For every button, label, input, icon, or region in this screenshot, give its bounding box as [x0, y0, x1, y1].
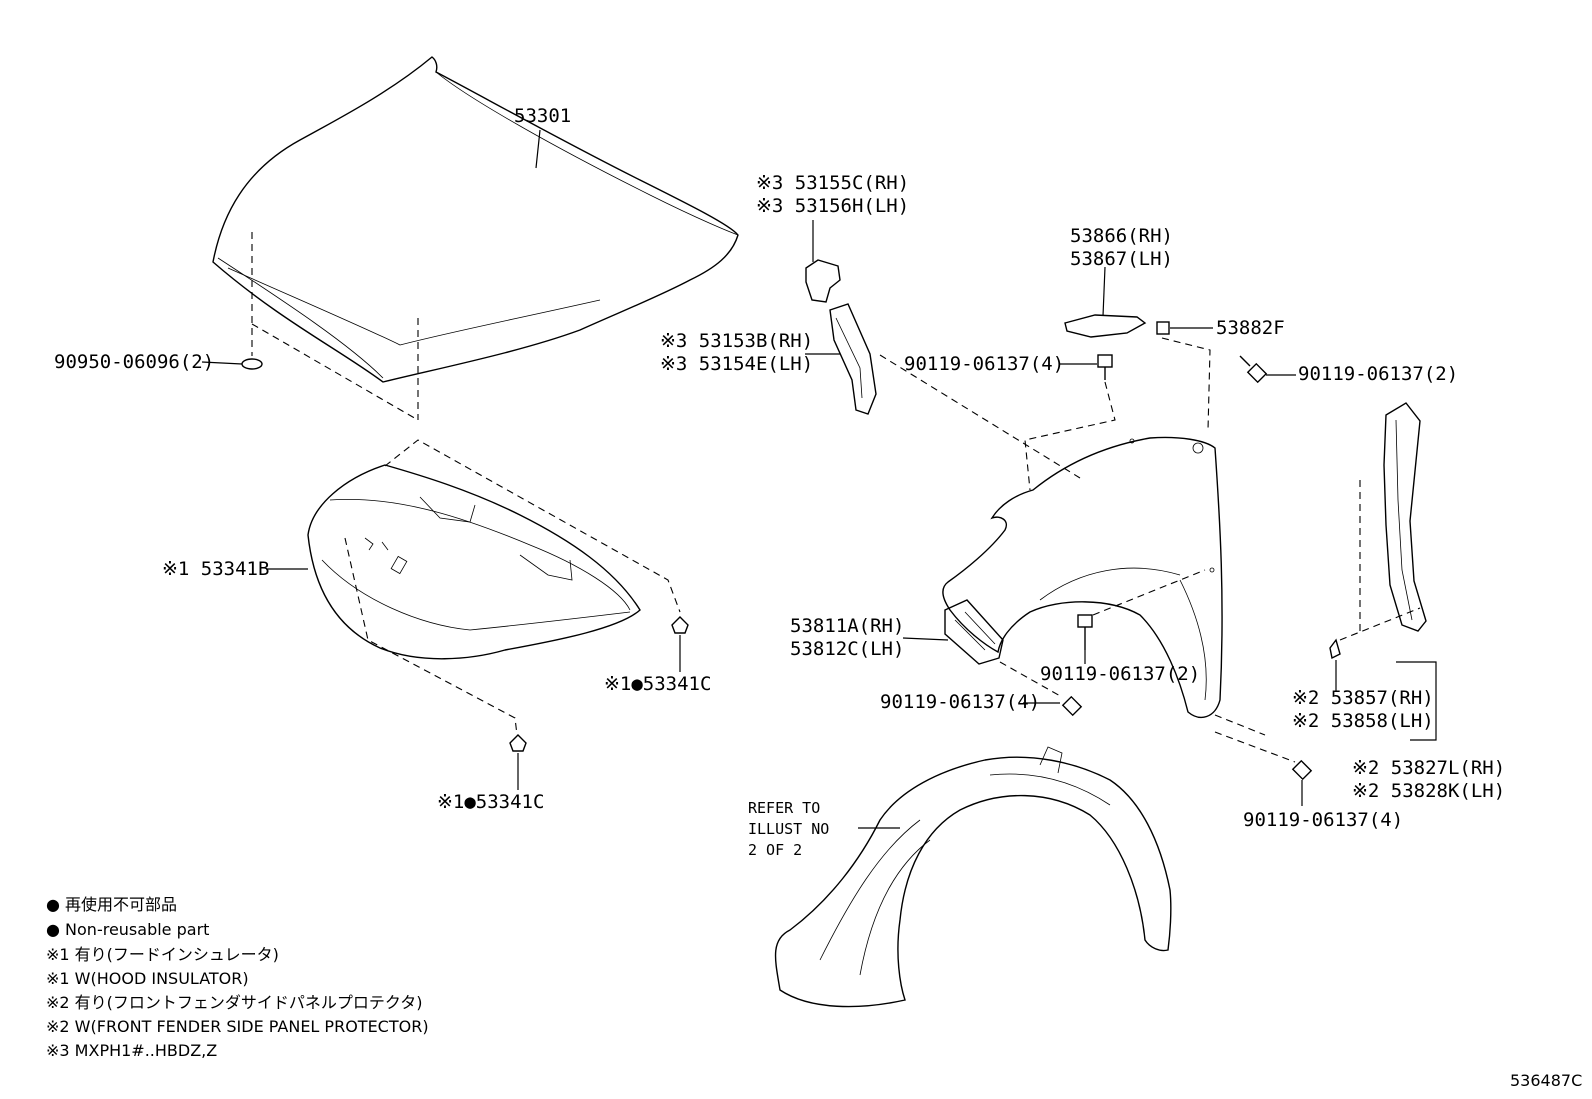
legend-line-6: ※2 W(FRONT FENDER SIDE PANEL PROTECTOR): [46, 1017, 429, 1036]
label-bolt-lower-right: 90119-06137(4): [1243, 809, 1403, 831]
front-fender: [942, 436, 1223, 719]
clip-right: [671, 616, 689, 634]
label-fender-bracket-rh: 53811A(RH): [790, 615, 904, 637]
label-seal-lh: ※3 53156H(LH): [756, 195, 909, 217]
label-insulator: ※1 53341B: [162, 558, 269, 580]
hood-insulator: [307, 464, 641, 660]
bolt-mid: [1077, 614, 1093, 650]
refer-line-1: REFER TO: [748, 799, 820, 817]
side-panel: [1383, 402, 1427, 632]
refer-line-3: 2 OF 2: [748, 841, 802, 859]
legend-line-2: ● Non-reusable part: [46, 920, 209, 939]
label-protector-lh: 53867(LH): [1070, 248, 1173, 270]
label-bolt-top-right: 90119-06137(2): [1298, 363, 1458, 385]
hood-panel: [212, 56, 739, 383]
fender-bracket-upper: [829, 303, 877, 415]
label-clip-right: ※1●53341C: [604, 673, 711, 695]
label-bolt-top-left: 90119-06137(4): [904, 353, 1064, 375]
refer-line-2: ILLUST NO: [748, 820, 829, 838]
label-side-protector-rh: ※2 53857(RH): [1292, 687, 1434, 709]
fender-liner: [774, 746, 1172, 1008]
hood-seal: [805, 259, 841, 303]
bolt-top-right: [1239, 355, 1268, 384]
legend-line-4: ※1 W(HOOD INSULATOR): [46, 969, 249, 988]
hood-cushion: [241, 358, 263, 370]
bolt-top-left: [1097, 354, 1113, 380]
label-retainer: 53882F: [1216, 317, 1285, 339]
fender-bracket: [944, 599, 1004, 665]
illustration-code: 536487C: [1510, 1071, 1582, 1090]
label-side-panel-rh: ※2 53827L(RH): [1352, 757, 1505, 779]
fender-top-protector: [1064, 314, 1147, 338]
label-hood: 53301: [514, 105, 571, 127]
label-bracket-lh: ※3 53154E(LH): [660, 353, 813, 375]
legend: ● 再使用不可部品 ● Non-reusable part ※1 有り(フードイ…: [46, 895, 429, 1060]
legend-line-1: ● 再使用不可部品: [46, 895, 177, 914]
bolt-lower-right: [1291, 759, 1313, 781]
retainer: [1156, 321, 1170, 335]
label-seal-rh: ※3 53155C(RH): [756, 172, 909, 194]
label-protector-rh: 53866(RH): [1070, 225, 1173, 247]
clip-bottom: [509, 734, 527, 752]
label-bolt-lower-left: 90119-06137(4): [880, 691, 1040, 713]
side-protector: [1329, 638, 1341, 660]
label-side-panel-lh: ※2 53828K(LH): [1352, 780, 1505, 802]
bolt-lower-left: [1061, 695, 1083, 717]
label-bolt-mid: 90119-06137(2): [1040, 663, 1200, 685]
label-clip-bottom: ※1●53341C: [437, 791, 544, 813]
label-side-protector-lh: ※2 53858(LH): [1292, 710, 1434, 732]
label-fender-bracket-lh: 53812C(LH): [790, 638, 904, 660]
label-bracket-rh: ※3 53153B(RH): [660, 330, 813, 352]
legend-line-3: ※1 有り(フードインシュレータ): [46, 945, 279, 964]
label-hood-cushion: 90950-06096(2): [54, 351, 214, 373]
legend-line-7: ※3 MXPH1#..HBDZ,Z: [46, 1041, 217, 1060]
legend-line-5: ※2 有り(フロントフェンダサイドパネルプロテクタ): [46, 993, 423, 1012]
